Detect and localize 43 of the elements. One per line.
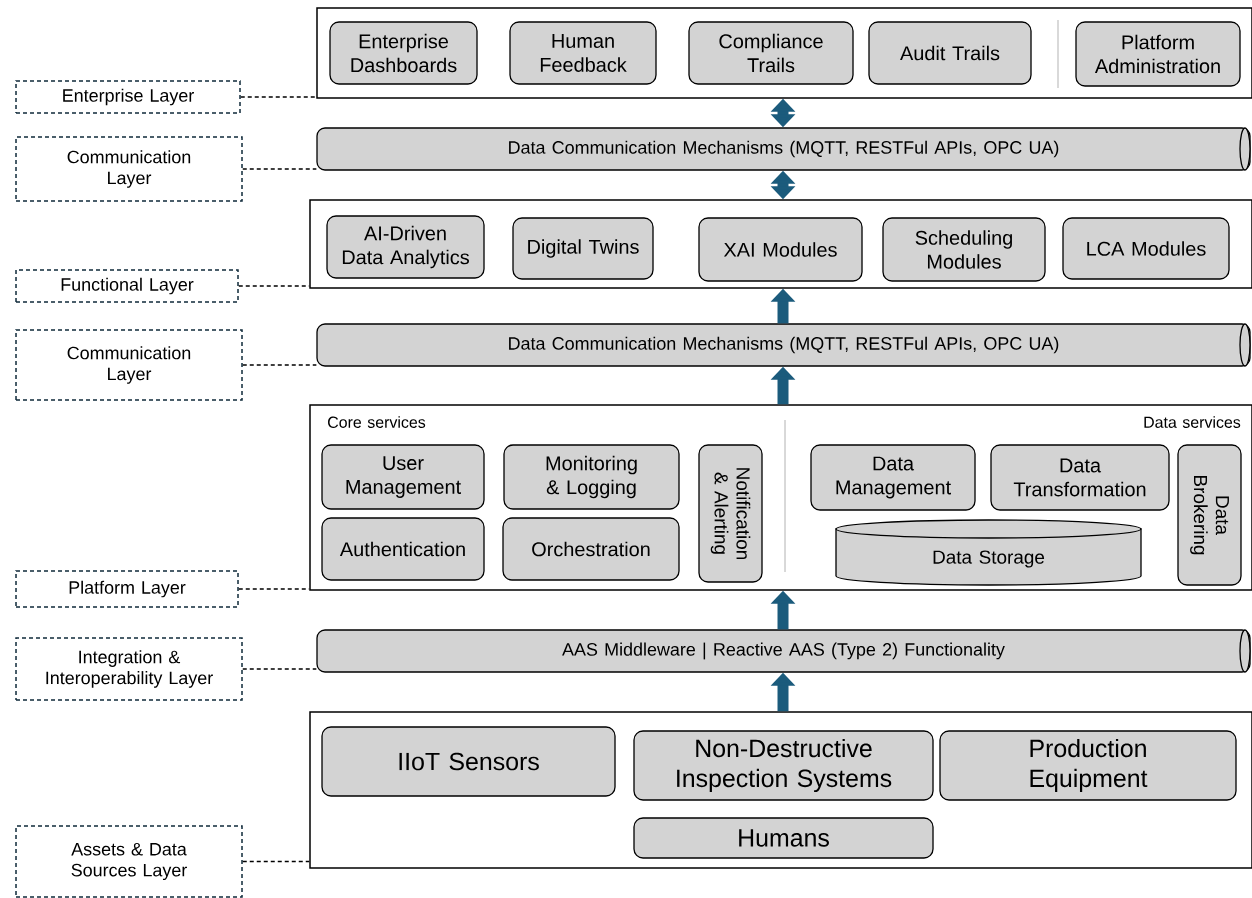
component-box: Authentication (321, 517, 485, 581)
leader-line (240, 96, 317, 98)
component-box: AI-Driven Data Analytics (326, 215, 485, 279)
component-box: XAI Modules (698, 217, 863, 282)
pipe-band: Data Communication Mechanisms (MQTT, RESTFul APIs, OPC UA) (316, 323, 1251, 367)
component-box: Human Feedback (509, 21, 657, 85)
layer-label: Communication Layer (15, 329, 243, 401)
component-box: Compliance Trails (688, 21, 854, 85)
leader-line (242, 668, 318, 670)
component-box: Humans (633, 817, 934, 859)
layer-label: Platform Layer (15, 570, 239, 608)
leader-line (242, 168, 318, 170)
layer-label: Communication Layer (15, 136, 243, 202)
component-box: Data Brokering (1177, 444, 1242, 586)
layer-label: Enterprise Layer (15, 80, 241, 114)
component-box: Scheduling Modules (882, 217, 1046, 282)
pipe-band: AAS Middleware | Reactive AAS (Type 2) Functionality (316, 629, 1251, 673)
layer-box (309, 711, 1252, 869)
layer-label: Assets & Data Sources Layer (15, 825, 243, 898)
pipe-band: Data Communication Mechanisms (MQTT, RESTFul APIs, OPC UA) (316, 127, 1251, 171)
leader-line (242, 860, 310, 863)
layer-box (309, 199, 1252, 289)
component-box: Platform Administration (1075, 21, 1241, 87)
component-box: Data Management (810, 444, 976, 511)
component-box: Digital Twins (512, 217, 654, 280)
component-box: Production Equipment (939, 730, 1237, 801)
component-box: User Management (321, 444, 485, 510)
layer-box (316, 7, 1252, 99)
component-box: Non-Destructive Inspection Systems (633, 730, 934, 801)
component-box: Audit Trails (868, 21, 1032, 85)
layer-label: Integration & Interoperability Layer (15, 637, 243, 701)
leader-line (242, 364, 318, 366)
component-box: Data Transformation (990, 444, 1170, 511)
component-box: Orchestration (502, 517, 680, 581)
layer-label: Functional Layer (15, 269, 239, 303)
component-box: LCA Modules (1062, 217, 1230, 280)
storage-cylinder: Data Storage (835, 519, 1142, 586)
component-box: Enterprise Dashboards (329, 21, 478, 85)
component-box: Monitoring & Logging (503, 444, 680, 510)
section-heading: Data services (1144, 416, 1241, 428)
component-box: IIoT Sensors (321, 726, 616, 797)
section-heading: Core services (328, 416, 426, 428)
component-box: Notification & Alerting (698, 444, 763, 583)
